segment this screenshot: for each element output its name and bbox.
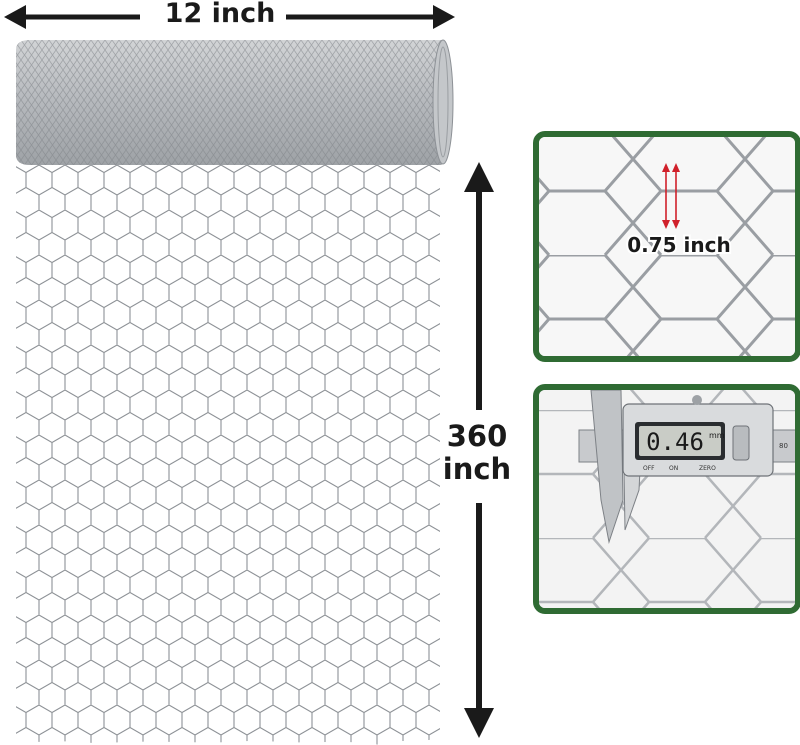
zero-label: ZERO: [699, 465, 716, 472]
opening-label: 0.75 inch: [627, 233, 731, 257]
measure-arrows: [662, 163, 680, 229]
height-number: 360: [446, 419, 508, 453]
width-label: 12 inch: [164, 0, 276, 29]
caliper-unit: mm: [709, 431, 725, 440]
height-unit: inch: [442, 452, 512, 486]
height-label: 360 inch: [432, 420, 522, 486]
digital-caliper: 0.46 mm OFF ON ZERO 80: [578, 390, 795, 544]
scale-mark: 80: [779, 442, 788, 450]
height-arrow: [464, 162, 494, 738]
on-label: ON: [669, 465, 678, 472]
roll-cylinder: [16, 39, 454, 165]
caliper-closeup: 0.46 mm OFF ON ZERO 80: [539, 390, 795, 608]
width-arrow: [4, 5, 455, 29]
mesh-closeup: 0.75 inch: [539, 137, 795, 356]
mesh-sheet: [16, 165, 440, 745]
caliper-detail: 0.46 mm OFF ON ZERO 80: [533, 384, 800, 614]
off-label: OFF: [643, 465, 655, 472]
caliper-reading: 0.46: [646, 428, 704, 456]
mesh-opening-detail: 0.75 inch: [533, 131, 800, 362]
wire-mesh-roll: [16, 39, 454, 745]
